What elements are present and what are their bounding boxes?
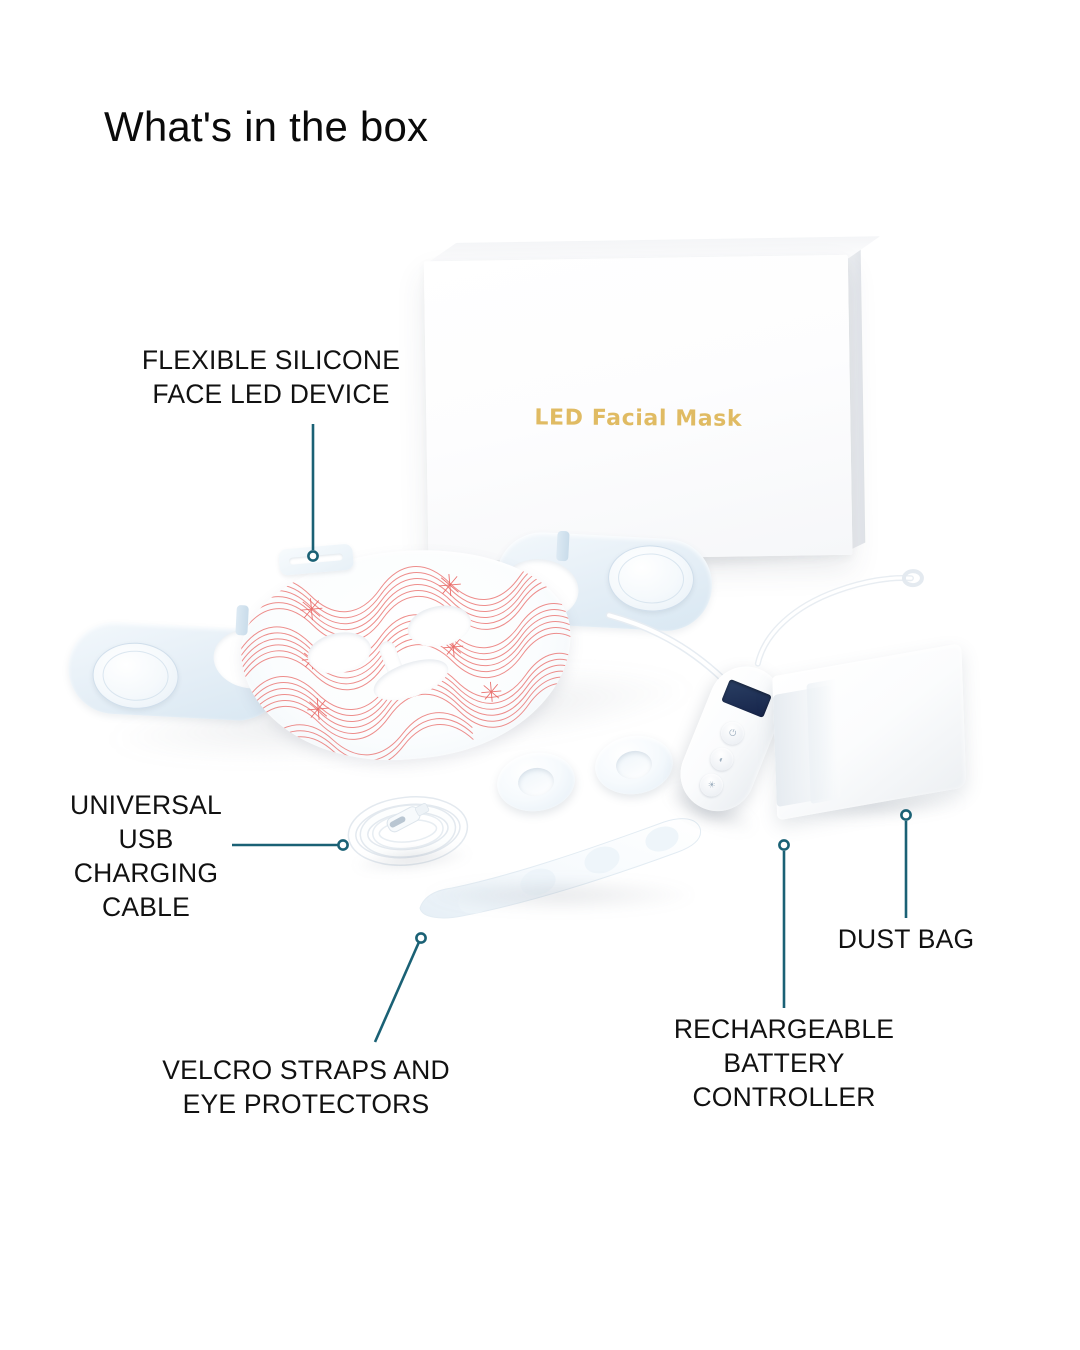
mask-face-plate — [233, 537, 581, 774]
dust-bag-fold-inner — [806, 678, 841, 804]
callout-label-rechargeable-battery-controller: RECHARGEABLE BATTERY CONTROLLER — [673, 1014, 895, 1112]
usb-charging-cable — [340, 787, 475, 878]
box-brand-text: LED Facial Mask — [534, 405, 743, 432]
callout-label-flexible-silicone-face-led-device: FLEXIBLE SILICONE FACE LED DEVICE — [141, 345, 401, 409]
controller-button-2[interactable]: ◐ — [707, 744, 737, 775]
intensity-icon: ☀ — [706, 778, 718, 791]
mask-right-clip — [556, 530, 570, 562]
page-title: What's in the box — [104, 103, 429, 150]
dust-bag — [753, 569, 971, 821]
dust-bag-drawstring — [754, 569, 924, 667]
velcro-strap-body — [419, 818, 702, 919]
mask-left-clip — [235, 604, 249, 636]
retail-box: LED Facial Mask — [423, 236, 881, 572]
led-silicone-mask — [58, 520, 801, 797]
retail-box-front-face: LED Facial Mask — [423, 254, 853, 562]
controller-button-1[interactable]: ⏻ — [717, 718, 748, 749]
usb-cable-coil — [347, 796, 469, 866]
velcro-strap-shadow — [424, 878, 696, 912]
callout-label-velcro-straps-and-eye-protectors: VELCRO STRAPS AND EYE PROTECTORS — [162, 1055, 450, 1119]
callout-label-dust-bag: DUST BAG — [837, 924, 975, 954]
power-icon: ⏻ — [727, 726, 738, 739]
callout-label-universal-usb-charging-cable: UNIVERSAL USB CHARGING CABLE — [69, 790, 222, 922]
mode-icon: ◐ — [717, 753, 727, 765]
controller-button-3[interactable]: ☀ — [696, 770, 727, 801]
velcro-strap — [414, 812, 704, 920]
